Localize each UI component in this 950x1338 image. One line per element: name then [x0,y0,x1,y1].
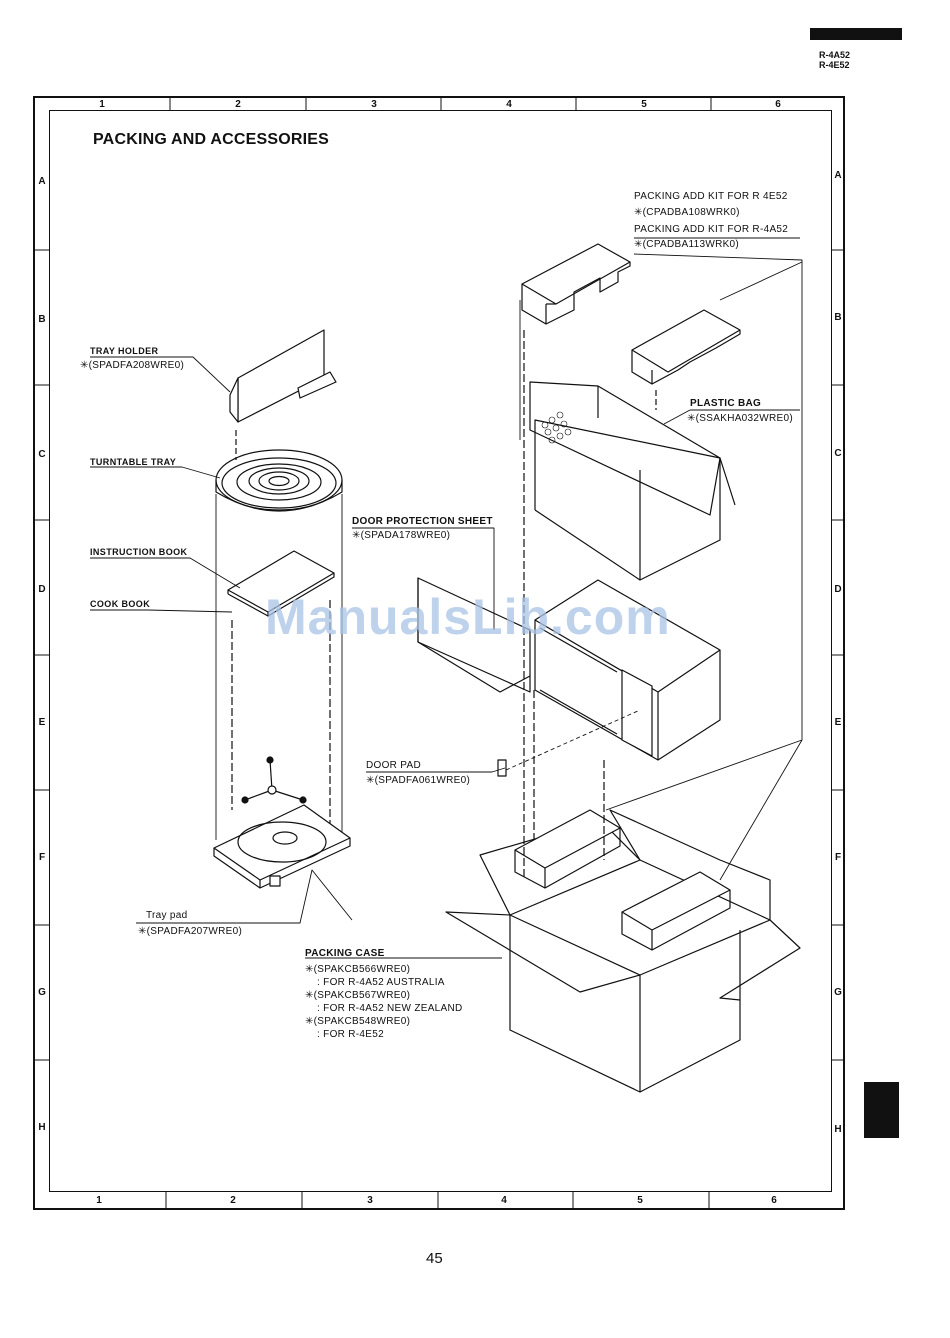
column-number-top: 1 [99,99,105,110]
row-letter-right: B [834,312,842,323]
model-code-2: R-4E52 [818,60,850,70]
row-letter-right: G [834,987,842,998]
packing-add-kit-4e52-drawing [521,243,631,325]
column-number-bottom: 6 [771,1195,777,1206]
row-letter-left: C [38,449,46,460]
turntable-tray-label: TURNTABLE TRAY [90,457,177,467]
book-drawing [227,550,335,617]
row-letter-left: H [38,1122,46,1133]
roller-stay-drawing [241,756,307,804]
tray-pad-part-number: ✳(SPADFA207WRE0) [138,926,243,937]
packing-add-kit-4a52-drawing [631,309,741,385]
kit-4e52-part-number: ✳(CPADBA108WRK0) [634,207,740,218]
packing-case-part-line: : FOR R-4E52 [317,1029,384,1040]
row-letter-right: C [834,448,842,459]
tray-pad-label: Tray pad [146,910,188,921]
row-letter-right: A [834,170,842,181]
door-pad-part-number: ✳(SPADFA061WRE0) [366,775,471,786]
column-number-top: 6 [775,99,781,110]
door-pad-drawing [497,759,507,777]
row-letter-left: D [38,584,46,595]
tray-holder-label: TRAY HOLDER [90,346,159,356]
packing-case-part-list: ✳(SPAKCB566WRE0) : FOR R-4A52 AUSTRALIA … [305,963,463,1041]
column-number-top: 3 [371,99,377,110]
column-number-bottom: 2 [230,1195,236,1206]
page-title: PACKING AND ACCESSORIES [93,131,330,148]
row-letter-right: E [834,717,842,728]
plastic-bag-drawing [529,381,736,581]
column-number-bottom: 5 [637,1195,643,1206]
column-number-bottom: 4 [501,1195,507,1206]
drawing-inner-frame [49,110,832,1192]
section-tab-marker [864,1082,899,1138]
row-letter-right: D [834,584,842,595]
door-protection-sheet-label: DOOR PROTECTION SHEET [352,516,493,527]
row-letter-left: A [38,176,46,187]
column-number-bottom: 1 [96,1195,102,1206]
model-code-1: R-4A52 [818,50,850,60]
plastic-bag-label: PLASTIC BAG [690,398,762,409]
tray-holder-drawing [229,329,337,423]
door-protection-sheet-drawing [417,577,531,693]
door-protection-sheet-part-number: ✳(SPADA178WRE0) [352,530,451,541]
packing-case-label: PACKING CASE [305,948,385,959]
row-letter-left: G [38,987,46,998]
turntable-tray-drawing [215,449,343,512]
column-number-top: 4 [506,99,512,110]
drawing-frame [33,96,845,1210]
packing-case-part-line: : FOR R-4A52 NEW ZEALAND [317,1003,463,1014]
row-letter-left: B [38,314,46,325]
column-number-bottom: 3 [367,1195,373,1206]
row-letter-right: H [834,1124,842,1135]
kit-4a52-label: PACKING ADD KIT FOR R-4A52 [634,224,789,235]
packing-case-part-line: ✳(SPAKCB567WRE0) [305,990,411,1001]
row-letter-left: E [38,717,46,728]
plastic-bag-part-number: ✳(SSAKHA032WRE0) [687,413,793,424]
column-number-top: 5 [641,99,647,110]
packing-case-part-line: ✳(SPAKCB548WRE0) [305,1016,411,1027]
cook-book-label: COOK BOOK [90,599,151,609]
case-side-pads-drawing [514,809,731,951]
instruction-book-label: INSTRUCTION BOOK [90,547,188,557]
packing-case-part-line: : FOR R-4A52 AUSTRALIA [317,977,445,988]
kit-4e52-label: PACKING ADD KIT FOR R 4E52 [634,191,788,202]
row-letter-right: F [834,852,842,863]
packing-case-part-line: ✳(SPAKCB566WRE0) [305,964,411,975]
column-number-top: 2 [235,99,241,110]
watermark: ManualsLib.com [265,589,671,645]
model-codes: R-4A52 R-4E52 [819,50,850,70]
packing-case-drawing [445,809,801,1093]
tray-holder-part-number: ✳(SPADFA208WRE0) [80,360,185,371]
kit-4a52-part-number: ✳(CPADBA113WRK0) [634,239,740,250]
microwave-oven-drawing [534,579,721,761]
header-black-bar [810,28,902,40]
page-number: 45 [426,1250,443,1267]
door-pad-label: DOOR PAD [366,760,421,771]
row-letter-left: F [38,852,46,863]
tray-pad-drawing [213,804,351,889]
